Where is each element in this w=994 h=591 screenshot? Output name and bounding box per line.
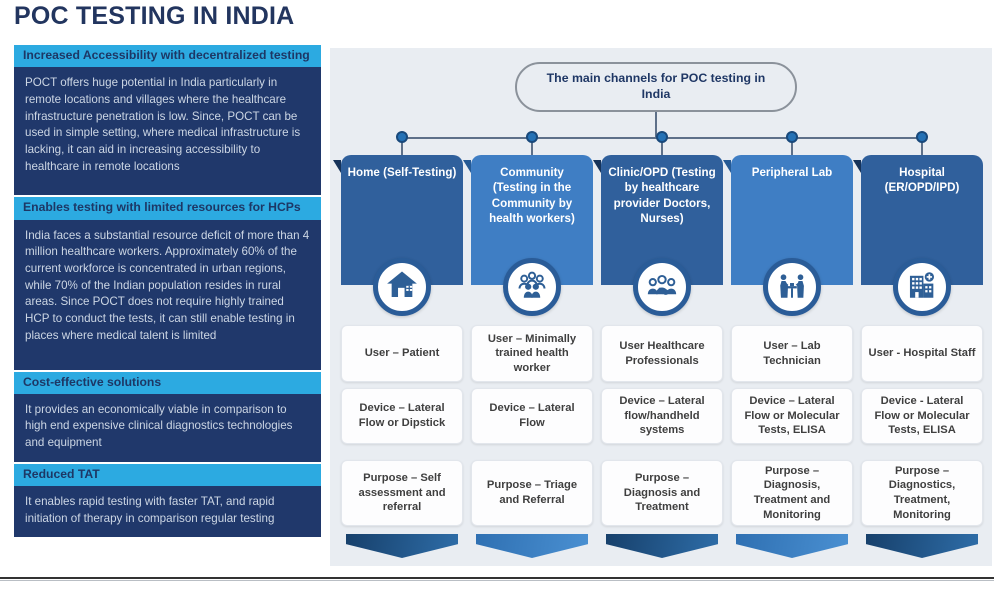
section-body: It provides an economically viable in co… [14,393,321,462]
channel-title: Peripheral Lab [751,166,833,179]
sidebar-section-cost-effective: Cost-effective solutions It provides an … [14,371,321,462]
bottom-divider-shadow [0,580,994,581]
down-chevron [606,534,718,558]
ribbon-fold [853,160,861,173]
connector-line [791,138,793,155]
down-chevron [346,534,458,558]
ribbon-fold [333,160,341,173]
channel-icon-badge [763,258,821,316]
purpose-card: Purpose – Self assessment and referral [341,460,463,526]
device-card: Device - Lateral Flow or Molecular Tests… [861,388,983,444]
channel-title: Community (Testing in the Community by h… [489,166,575,225]
connector-dot [526,131,538,143]
device-card: Device – Lateral flow/handheld systems [601,388,723,444]
connector-line [531,138,533,155]
purpose-card: Purpose – Diagnosis, Treatment and Monit… [731,460,853,526]
connector-line [401,138,403,155]
device-card: Device – Lateral Flow or Molecular Tests… [731,388,853,444]
device-card: Device – Lateral Flow or Dipstick [341,388,463,444]
connector-dot [656,131,668,143]
section-header: Cost-effective solutions [14,371,321,394]
channels-diagram-panel: The main channels for POC testing in Ind… [330,48,992,566]
channel-title: Hospital (ER/OPD/IPD) [884,166,960,195]
sidebar-section-limited-resources: Enables testing with limited resources f… [14,197,321,370]
channel-icon-badge [503,258,561,316]
sidebar-section-accessibility: Increased Accessibility with decentraliz… [14,45,321,196]
down-chevron [866,534,978,558]
house-icon [385,268,419,307]
user-card: User Healthcare Professionals [601,325,723,382]
channel-title: Home (Self-Testing) [347,166,457,179]
purpose-card: Purpose – Diagnostics, Treatment, Monito… [861,460,983,526]
lab-technicians-icon [775,268,809,307]
user-card: User – Lab Technician [731,325,853,382]
connector-dot [916,131,928,143]
section-body: It enables rapid testing with faster TAT… [14,486,321,538]
down-chevron [476,534,588,558]
people-group-icon [515,268,549,307]
user-card: User – Minimally trained health worker [471,325,593,382]
purpose-card: Purpose – Diagnosis and Treatment [601,460,723,526]
channel-banner: Clinic/OPD (Testing by healthcare provid… [593,155,723,285]
connector-dot [396,131,408,143]
sidebar-section-reduced-tat: Reduced TAT It enables rapid testing wit… [14,463,321,538]
section-body: POCT offers huge potential in India part… [14,67,321,196]
root-connector-line [655,112,657,138]
channel-icon-badge [373,258,431,316]
root-node: The main channels for POC testing in Ind… [515,62,797,112]
bottom-divider [0,577,994,579]
section-header: Increased Accessibility with decentraliz… [14,45,321,68]
connector-line [921,138,923,155]
channel-banner: Peripheral Lab [723,155,853,285]
channel-icon-badge [633,258,691,316]
section-body: India faces a substantial resource defic… [14,219,321,370]
benefits-sidebar: Increased Accessibility with decentraliz… [14,45,321,565]
medical-team-icon [645,268,679,307]
down-chevron [736,534,848,558]
channel-banner: Community (Testing in the Community by h… [463,155,593,285]
connector-line [661,138,663,155]
user-card: User – Patient [341,325,463,382]
connector-dot [786,131,798,143]
ribbon-fold [463,160,471,173]
channel-icon-badge [893,258,951,316]
page-title: POC TESTING IN INDIA [14,2,295,30]
user-card: User - Hospital Staff [861,325,983,382]
purpose-card: Purpose – Triage and Referral [471,460,593,526]
channel-title: Clinic/OPD (Testing by healthcare provid… [608,166,716,225]
section-header: Enables testing with limited resources f… [14,197,321,220]
device-card: Device – Lateral Flow [471,388,593,444]
ribbon-fold [723,160,731,173]
section-header: Reduced TAT [14,463,321,487]
hospital-building-icon [905,268,939,307]
ribbon-fold [593,160,601,173]
